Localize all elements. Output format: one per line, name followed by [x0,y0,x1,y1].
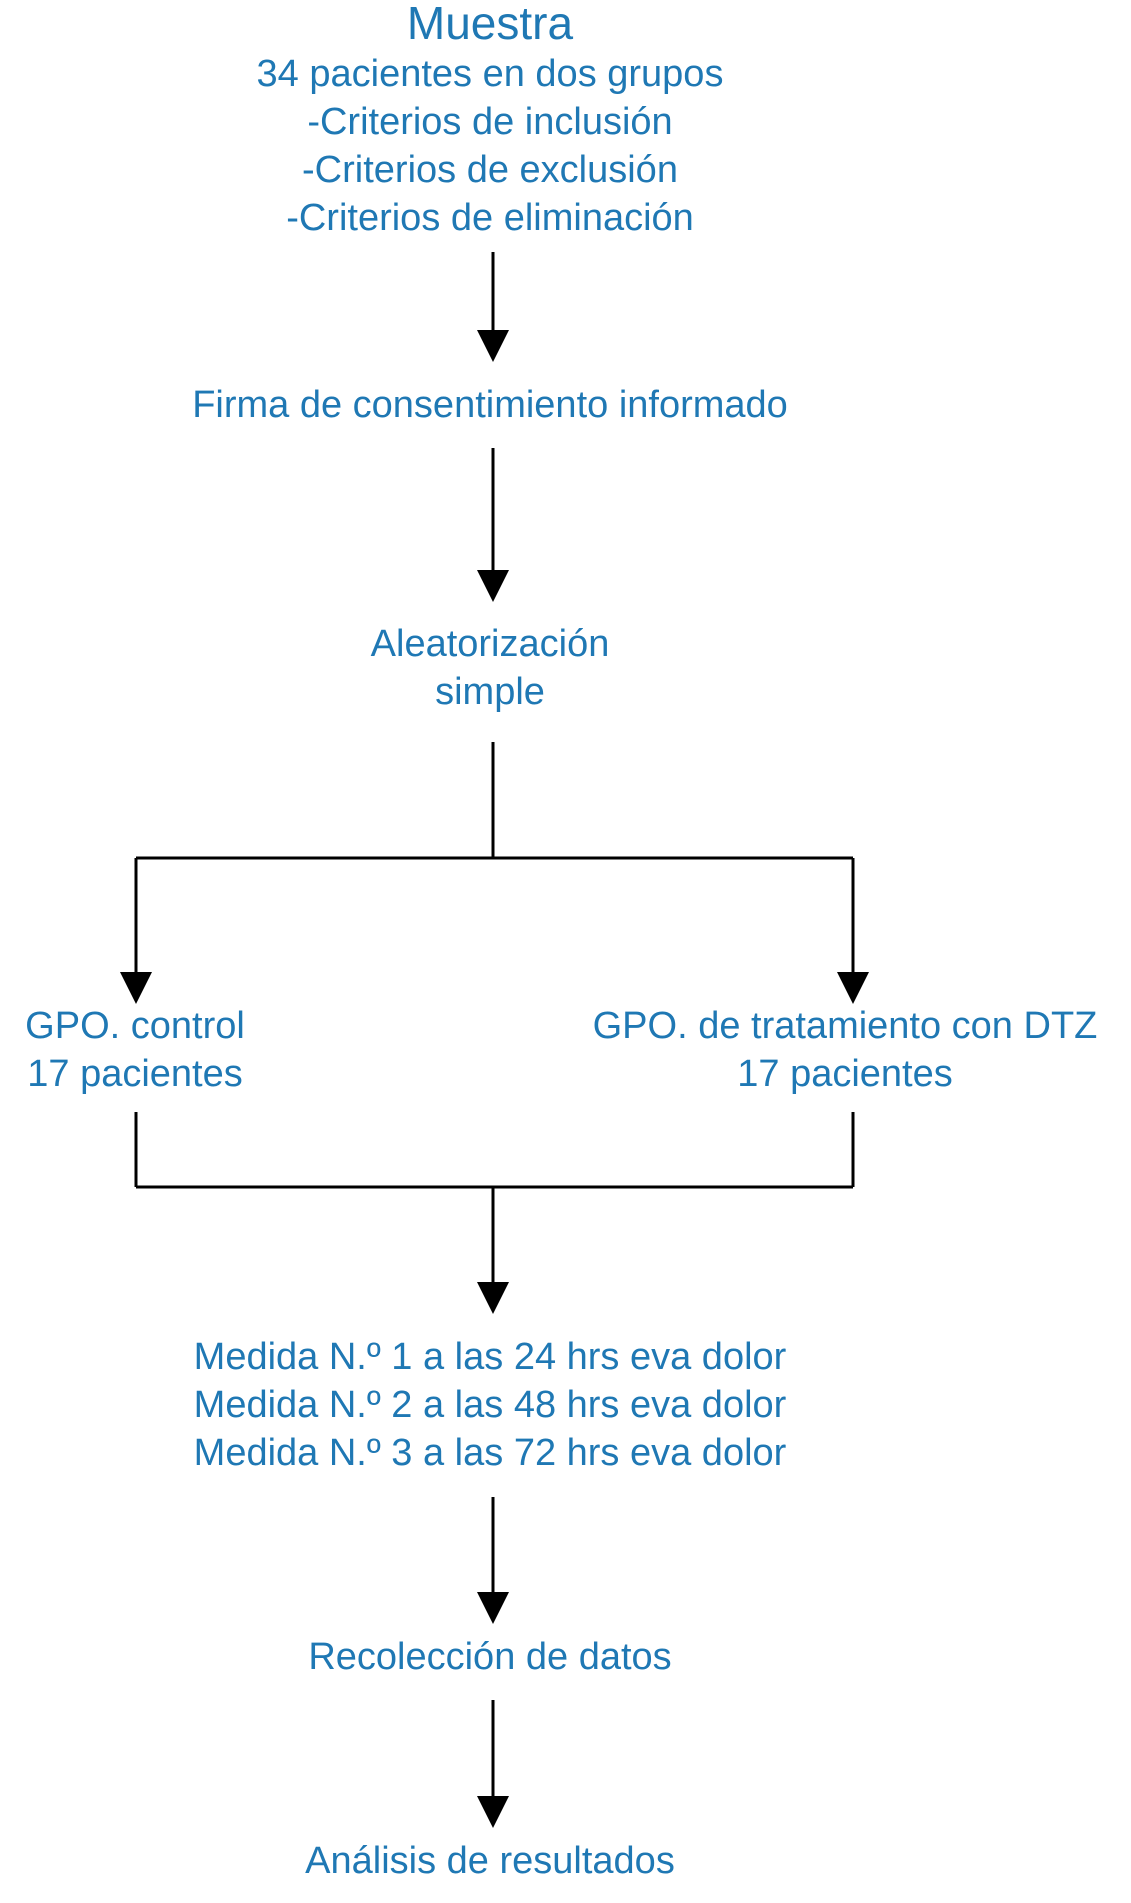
sample-node: Muestra 34 pacientes en dos grupos -Crit… [0,0,980,242]
arrowhead-sample-to-consent [477,330,509,362]
sample-line-2: -Criterios de inclusión [307,101,673,143]
measures-node: Medida N.º 1 a las 24 hrs eva dolor Medi… [0,1333,980,1477]
control-group-count: 17 pacientes [27,1053,243,1095]
sample-line-3: -Criterios de exclusión [302,149,678,191]
consent-label: Firma de consentimiento informado [192,384,788,426]
randomization-line-2: simple [435,671,545,713]
consent-node: Firma de consentimiento informado [0,381,980,429]
data-collection-node: Recolección de datos [0,1633,980,1681]
analysis-node: Análisis de resultados [0,1837,980,1885]
measure-2: Medida N.º 2 a las 48 hrs eva dolor [193,1384,787,1426]
analysis-label: Análisis de resultados [305,1840,675,1882]
arrowhead-collection [477,1592,509,1624]
measure-3: Medida N.º 3 a las 72 hrs eva dolor [193,1432,787,1474]
randomization-line-1: Aleatorización [370,623,610,665]
arrowhead-measures [477,1282,509,1314]
arrowhead-treatment [837,972,869,1004]
sample-title: Muestra [406,0,574,49]
arrowhead-consent-to-randomization [477,570,509,602]
sample-line-4: -Criterios de eliminación [286,197,694,239]
treatment-group-title: GPO. de tratamiento con DTZ [592,1005,1098,1047]
sample-line-1: 34 pacientes en dos grupos [256,53,724,95]
treatment-group-node: GPO. de tratamiento con DTZ 17 pacientes [560,1002,1130,1098]
randomization-node: Aleatorización simple [0,620,980,716]
data-collection-label: Recolección de datos [308,1636,672,1678]
control-group-title: GPO. control [25,1005,245,1047]
treatment-group-count: 17 pacientes [737,1053,953,1095]
arrowhead-control [120,972,152,1004]
measure-1: Medida N.º 1 a las 24 hrs eva dolor [193,1336,787,1378]
control-group-node: GPO. control 17 pacientes [0,1002,270,1098]
arrowhead-analysis [477,1796,509,1828]
